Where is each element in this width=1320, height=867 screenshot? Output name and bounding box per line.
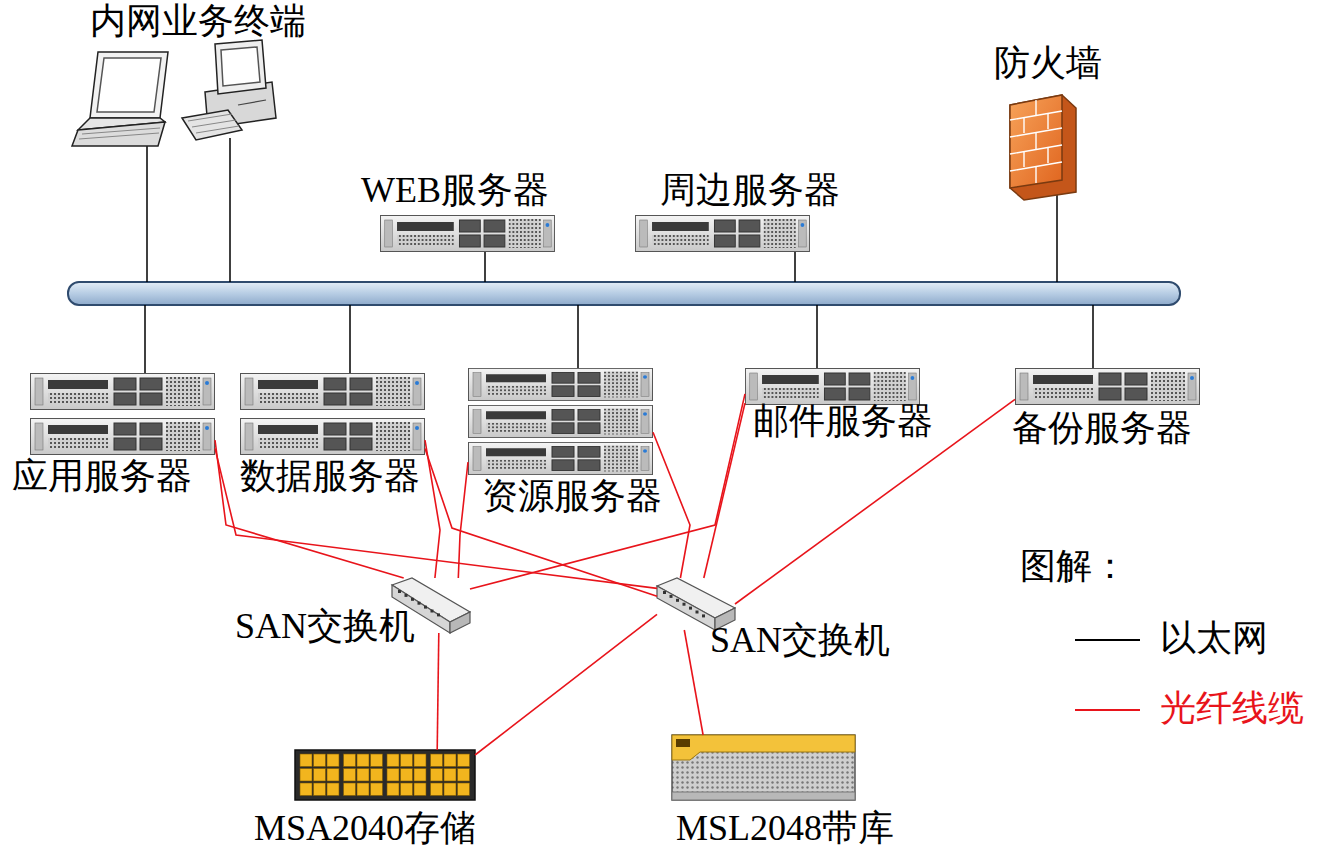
device-label: 周边服务器 bbox=[660, 172, 840, 210]
device-label: 资源服务器 bbox=[482, 478, 662, 516]
fiber-cable bbox=[475, 614, 657, 755]
device-label: 备份服务器 bbox=[1012, 410, 1192, 448]
device-label: 数据服务器 bbox=[240, 458, 420, 496]
device-node: MSA2040存储 bbox=[295, 750, 475, 800]
device-node: 邮件服务器 bbox=[745, 368, 920, 405]
device-label: 内网业务终端 bbox=[90, 3, 306, 41]
fiber-cable bbox=[735, 399, 1015, 604]
fiber-cable bbox=[470, 394, 745, 589]
device-label: MSA2040存储 bbox=[254, 810, 476, 848]
device-node: 资源服务器 bbox=[468, 368, 653, 475]
device-node: WEB服务器 bbox=[380, 215, 555, 252]
fiber-cable bbox=[425, 448, 657, 596]
device-node: SAN交换机 bbox=[657, 578, 735, 630]
legend-row: 以太网 bbox=[1075, 618, 1315, 662]
legend-text: 光纤线缆 bbox=[1160, 690, 1304, 728]
device-node: 数据服务器 bbox=[240, 373, 425, 455]
device-node: 防火墙 bbox=[1008, 95, 1078, 200]
device-node: MSL2048带库 bbox=[672, 735, 855, 800]
device-label: WEB服务器 bbox=[361, 172, 549, 210]
fiber-cable bbox=[437, 633, 439, 750]
device-label: 应用服务器 bbox=[12, 458, 192, 496]
device-node: SAN交换机 bbox=[392, 578, 470, 633]
device-label: SAN交换机 bbox=[235, 608, 415, 646]
device-node: 周边服务器 bbox=[635, 215, 810, 252]
device-label: 邮件服务器 bbox=[753, 403, 933, 441]
device-node: 内网业务终端 bbox=[70, 42, 280, 148]
device-label: 防火墙 bbox=[994, 45, 1102, 83]
legend-line-sample bbox=[1075, 618, 1145, 662]
fiber-cable bbox=[704, 403, 745, 578]
legend-text: 以太网 bbox=[1160, 620, 1268, 658]
fiber-cable bbox=[458, 462, 468, 578]
fiber-cable bbox=[425, 440, 440, 578]
legend-heading: 图解： bbox=[1020, 548, 1128, 586]
device-label: MSL2048带库 bbox=[676, 810, 894, 848]
device-node: 应用服务器 bbox=[30, 373, 215, 455]
legend-line-sample bbox=[1075, 688, 1145, 732]
device-node: 备份服务器 bbox=[1015, 368, 1200, 405]
fiber-cable bbox=[684, 630, 703, 735]
legend-row: 光纤线缆 bbox=[1075, 688, 1315, 732]
device-label: SAN交换机 bbox=[710, 622, 890, 660]
